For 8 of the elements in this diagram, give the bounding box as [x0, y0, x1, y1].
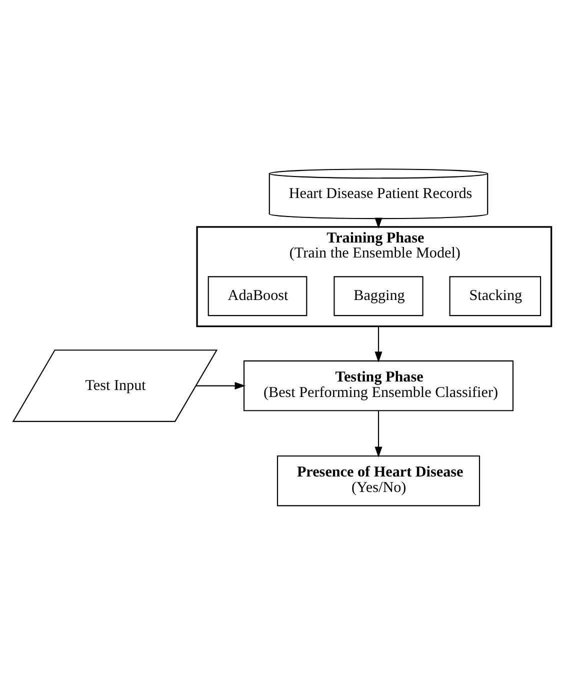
- node-box: Presence of Heart Disease (Yes/No): [276, 455, 480, 506]
- node-box: Bagging: [334, 276, 424, 316]
- arrow: [374, 326, 382, 362]
- arrow: [374, 410, 382, 458]
- node-box: Testing Phase (Best Performing Ensemble Classifier): [243, 360, 514, 412]
- arrow: [196, 382, 246, 390]
- node-box: Stacking: [449, 276, 542, 316]
- node-box: AdaBoost: [208, 276, 308, 316]
